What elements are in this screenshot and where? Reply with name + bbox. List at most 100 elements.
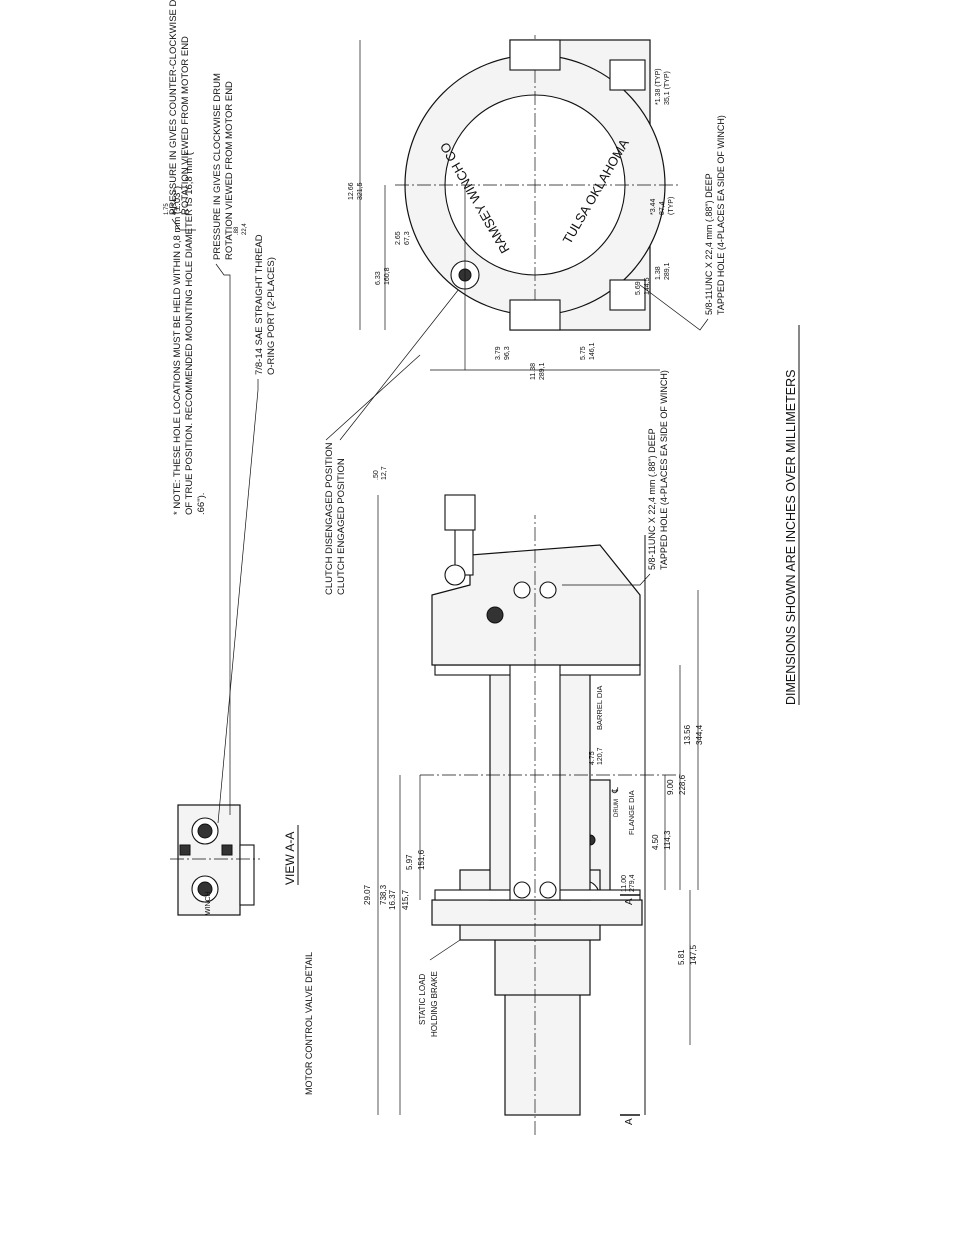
clutch-engaged-label: CLUTCH ENGAGED POSITION [336,458,347,595]
end-tap-note-line2: TAPPED HOLE (4-PLACES EA SIDE OF WINCH) [716,115,726,315]
ccw-leader [171,218,196,231]
gear-housing-plug [486,606,504,624]
winch-side-view: DRUM ℄ BARREL DIA FLANGE DIA STATIC LOAD… [363,370,704,1135]
port-leader [217,379,259,824]
clutch-lever-handle [444,494,476,531]
dim-4-50-in: 4.50 [651,834,660,850]
ccw-note-line2: ROTATION VIEWED FROM MOTOR END [180,36,191,215]
dim-5-97-mm: 151,6 [417,849,426,870]
dim-6-33-in: 6.33 [375,271,382,285]
cw-note-line2: ROTATION VIEWED FROM MOTOR END [224,81,235,260]
dim-13-56-in: 13.56 [683,724,692,745]
valve-bolt-2 [221,844,233,856]
dim-3-44-in: *3.44 [650,199,657,215]
mount-hole-4 [539,581,557,599]
section-mark-2: A [624,1118,635,1125]
drum-cl-symbol: ℄ [610,787,620,794]
view-aa-detail: WINCH PRESSURE IN GIVES COUNTER-CLOCKWIS… [164,0,314,1095]
dim-9-00-mm: 228,6 [678,774,687,795]
dim-1-38-mm: 289,1 [664,262,671,280]
dimensions-footer: DIMENSIONS SHOWN ARE INCHES OVER MILLIME… [784,370,798,705]
winch-end-view: RAMSEY WINCH CO TULSA OKLAHOMA 12.66 321… [348,35,726,380]
dim-5-97-in: 5.97 [405,854,414,870]
dim-11-38-mm: 289,1 [539,362,546,380]
end-tap-leader [639,284,709,331]
hole-note-line3: .66"). [196,493,207,515]
dim-13-56-mm: 344,4 [695,724,704,745]
valve-port-2-core [197,823,213,839]
dim-12-66-in: 12.66 [348,182,355,200]
dim-1-75-mm: 44,5 [172,203,178,215]
dim-12-66-mm: 321,5 [357,182,364,200]
clutch-pivot [444,564,466,586]
dim-1-75-in: 1.75 [164,203,170,215]
cw-leader [215,263,231,815]
dim-11-00-mm: 279,4 [629,874,636,892]
dim-3-44-mm: 87,4 [659,201,666,215]
motor-end-flange [431,899,643,926]
dim-16-37-mm: 415,7 [401,889,410,910]
clutch-leader-2 [339,274,471,441]
dim-29-07-in: 29.07 [363,884,372,905]
dim-50-in: .50 [373,470,380,480]
cw-note-line1: PRESSURE IN GIVES CLOCKWISE DRUM [212,73,223,260]
barrel-dia-label: BARREL DIA [595,686,604,730]
dim-5-81-mm: 147,5 [689,944,698,965]
dim-88-mm: 22,4 [242,223,248,235]
mount-hole-1 [513,881,531,899]
drum-label: DRUM [614,799,620,817]
mount-hole-3 [513,581,531,599]
rotated-drawing: * NOTE: THESE HOLE LOCATIONS MUST BE HEL… [164,0,800,1135]
side-tap-note-line1: 5/8-11UNC X 22,4 mm (.88") DEEP [647,428,657,570]
hole-note-line1: * NOTE: THESE HOLE LOCATIONS MUST BE HEL… [172,186,183,515]
dim-3-44-typ: (TYP) [668,197,675,215]
side-tap-note-line2: TAPPED HOLE (4-PLACES EA SIDE OF WINCH) [659,370,669,570]
end-bolt-3 [609,279,646,311]
dim-9-00-in: 9.00 [666,779,675,795]
ccw-note-line1: PRESSURE IN GIVES COUNTER-CLOCKWISE DRUM [168,0,179,215]
dim-2-65-in: 2.65 [395,231,402,245]
dim-50-mm: 12,7 [381,466,388,480]
dim-11-38-in: 11.38 [530,363,537,380]
motor-adapter [494,939,591,996]
brake-label-line1: STATIC LOAD [418,974,427,1025]
dim-1-38-in: 1.38 [655,266,662,280]
dim-6-33-mm: 160,8 [384,267,391,285]
brake-label-line2: HOLDING BRAKE [430,971,439,1037]
mount-hole-2 [539,881,557,899]
valve-bolt-1 [179,844,191,856]
dim-4-75-in: 4.75 [589,751,596,765]
dim-29-07-mm: 738,3 [379,884,388,905]
dim-1-38-typ-mm: 35,1 (TYP) [664,71,671,105]
clutch-disengaged-label: CLUTCH DISENGAGED POSITION [324,442,335,595]
dim-4-50-mm: 114,3 [663,830,672,850]
dim-3-79-in: 3.79 [495,346,502,360]
dim-88-in: .88 [234,226,240,235]
dim-11-00-in: 11.00 [621,875,628,892]
flange-dia-label: FLANGE DIA [627,790,636,835]
view-aa-subtitle: MOTOR CONTROL VALVE DETAIL [304,952,314,1095]
dim-16-37-in: 16.37 [388,889,397,910]
dim-5-81-in: 5.81 [677,949,686,965]
dim-5-69-in: 5.69 [635,281,642,295]
end-tap-note-line1: 5/8-11UNC X 22,4 mm (.88") DEEP [704,173,714,315]
hole-note-line2: OF TRUE POSITION. RECOMMENDED MOUNTING H… [184,151,195,515]
dim-2-65-mm: 67,3 [404,231,411,245]
section-mark-1: A [624,898,635,905]
winch-label: WINCH [205,891,212,915]
dim-4-75-mm: 120,7 [597,747,604,765]
clutch-leader-1 [325,354,421,441]
dim-1-38-typ-in: *1.38 (TYP) [655,68,662,105]
port-note-line2: O-RING PORT (2-PLACES) [266,257,277,375]
brake-leader [429,939,461,961]
end-bolt-2 [509,39,561,71]
dim-5-75-in: 5.75 [580,346,587,360]
hole-location-note: * NOTE: THESE HOLE LOCATIONS MUST BE HEL… [172,151,207,515]
valve-spool [239,844,255,906]
end-bolt-4 [609,59,646,91]
port-note-line1: 7/8-14 SAE STRAIGHT THREAD [254,234,265,375]
end-bolt-1 [509,299,561,331]
dim-3-79-mm: 96,3 [504,346,511,360]
